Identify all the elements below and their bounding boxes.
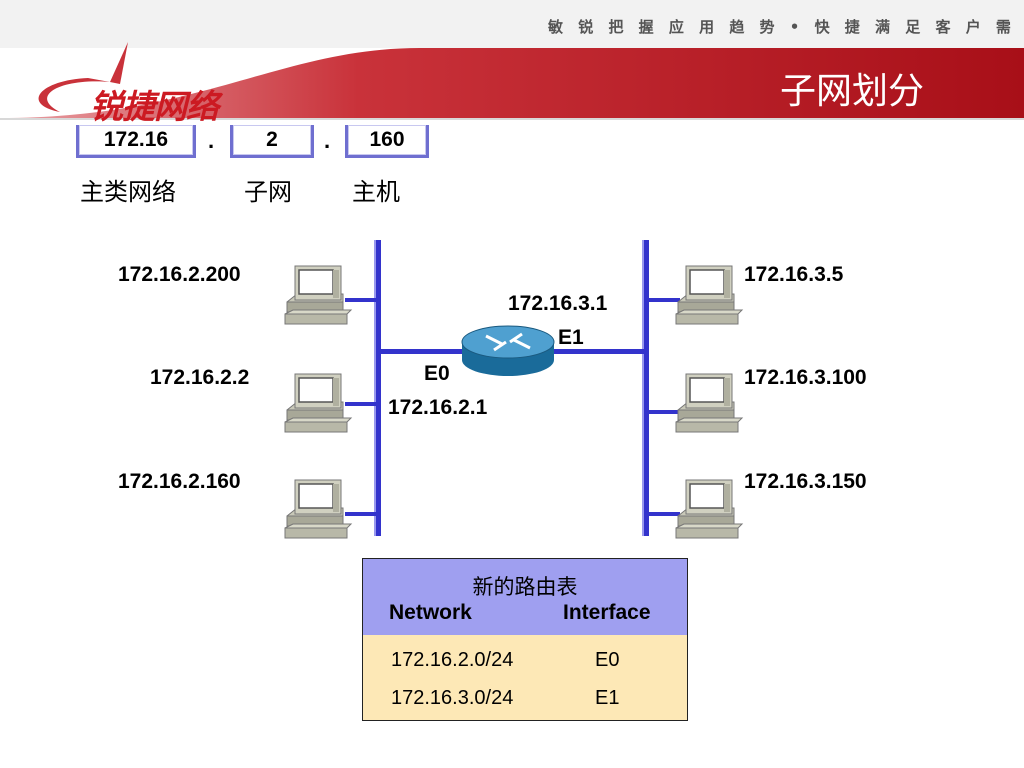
host-ip-left: 172.16.2.200 — [118, 263, 241, 286]
pc-icon — [675, 265, 743, 325]
slogan-text: 敏 锐 把 握 应 用 趋 势 • 快 捷 满 足 客 户 需 求 — [548, 18, 1024, 36]
label-major-network: 主类网络 — [80, 178, 176, 206]
routing-table-title: 新的路由表 — [472, 575, 578, 599]
row-interface: E0 — [595, 649, 620, 671]
slide-title: 子网划分 — [780, 71, 925, 112]
right-lan-segment — [548, 240, 680, 536]
address-dot: . — [324, 128, 331, 153]
host-ip-right: 172.16.3.150 — [744, 470, 867, 493]
routing-table-header: 新的路由表 Network Interface — [363, 559, 687, 636]
host-ip-right: 172.16.3.100 — [744, 366, 867, 389]
pc-icon — [284, 265, 352, 325]
header-banner — [0, 0, 1024, 120]
host-ip-left: 172.16.2.2 — [150, 366, 250, 389]
router-e0-label: E0 — [424, 362, 450, 385]
address-part-host: 160 — [345, 125, 429, 158]
pc-icon — [675, 479, 743, 539]
routing-table-body: 172.16.2.0/24 E0 172.16.3.0/24 E1 — [363, 635, 687, 720]
router-icon — [461, 325, 555, 376]
logo-swoosh — [38, 42, 128, 112]
column-interface: Interface — [563, 601, 651, 624]
row-interface: E1 — [595, 687, 620, 709]
left-lan-segment — [345, 240, 468, 536]
address-part-network: 172.16 — [76, 125, 196, 158]
host-ip-left: 172.16.2.160 — [118, 470, 241, 493]
column-network: Network — [389, 601, 472, 624]
label-host: 主机 — [352, 178, 400, 206]
address-part-subnet: 2 — [230, 125, 314, 158]
address-dot: . — [208, 128, 215, 153]
router-e1-label: E1 — [558, 326, 584, 349]
router-e0-ip: 172.16.2.1 — [388, 396, 488, 419]
routing-table: 新的路由表 Network Interface 172.16.2.0/24 E0… — [362, 558, 688, 721]
row-network: 172.16.3.0/24 — [391, 687, 514, 709]
pc-icon — [675, 373, 743, 433]
pc-icon — [284, 373, 352, 433]
host-ip-right: 172.16.3.5 — [744, 263, 844, 286]
router-e1-ip: 172.16.3.1 — [508, 292, 608, 315]
company-logo: 锐捷网络 — [90, 87, 219, 126]
pc-icon — [284, 479, 352, 539]
label-subnet: 子网 — [244, 178, 292, 206]
row-network: 172.16.2.0/24 — [391, 649, 514, 671]
